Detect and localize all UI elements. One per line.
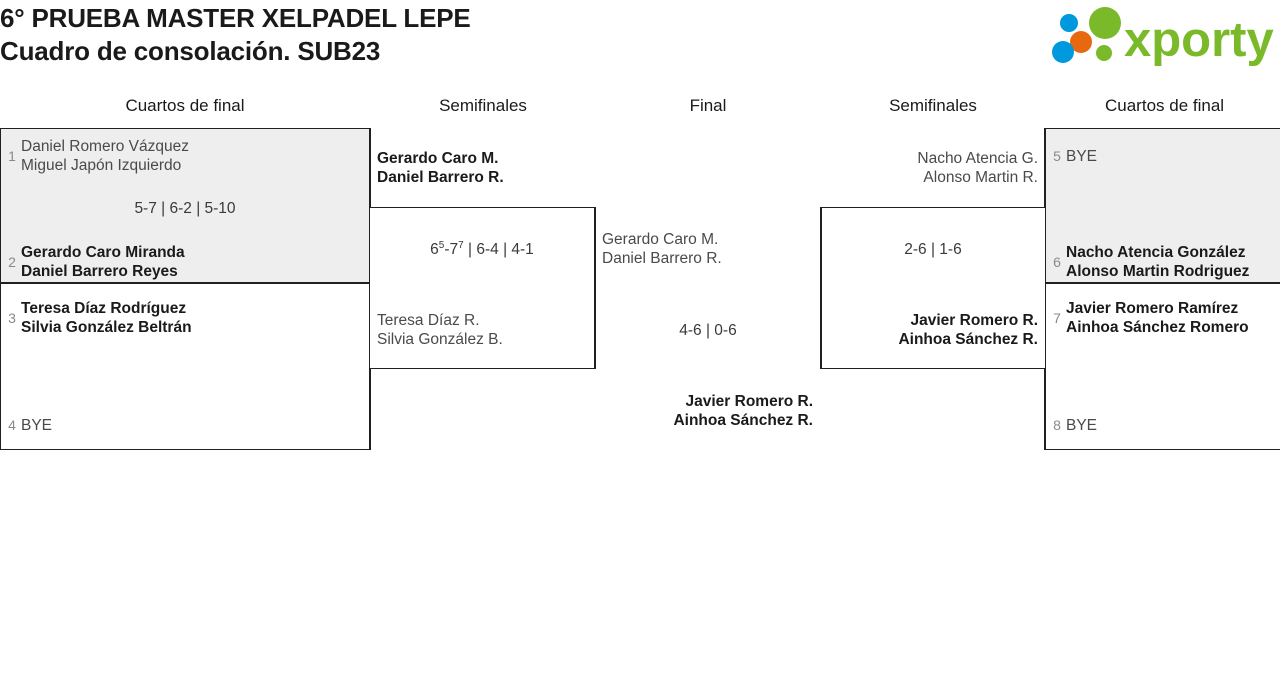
qf-right-entry-seed-5[interactable]: 5 BYE bbox=[1048, 147, 1280, 166]
qf-right-entry-seed-8[interactable]: 8 BYE bbox=[1048, 416, 1280, 435]
player-name-2: Alonso Martin R. bbox=[923, 169, 1038, 186]
seed-number: 7 bbox=[1053, 309, 1061, 326]
seed-number: 3 bbox=[8, 309, 16, 326]
round-header-sf-left: Semifinales bbox=[439, 96, 527, 115]
sf-right-entry-top[interactable]: Nacho Atencia G. Alonso Martin R. bbox=[823, 149, 1038, 187]
player-name-2: Daniel Barrero R. bbox=[377, 169, 504, 186]
player-name-1: Nacho Atencia G. bbox=[917, 150, 1038, 167]
player-name-2: Daniel Barrero R. bbox=[602, 250, 722, 267]
final-connector-left bbox=[594, 207, 596, 369]
score-set1-a-tiebreak: 5 bbox=[438, 239, 445, 251]
qf-left-entry-seed-3[interactable]: 3 Teresa Díaz Rodríguez Silvia González … bbox=[3, 299, 363, 337]
player-names: BYE bbox=[1066, 416, 1097, 435]
player-names: Teresa Díaz R. Silvia González B. bbox=[377, 311, 503, 349]
qf-right-match-2-box[interactable] bbox=[1045, 283, 1280, 450]
sf-left-entry-top[interactable]: Gerardo Caro M. Daniel Barrero R. bbox=[377, 149, 592, 187]
player-names: Gerardo Caro Miranda Daniel Barrero Reye… bbox=[21, 243, 185, 281]
title-line-1: 6° PRUEBA MASTER XELPADEL LEPE bbox=[0, 3, 471, 33]
player-names: Nacho Atencia G. Alonso Martin R. bbox=[917, 149, 1038, 187]
score-set1-b-tiebreak: 7 bbox=[458, 239, 464, 251]
final-entry-right[interactable]: Javier Romero R. Ainhoa Sánchez R. bbox=[598, 392, 813, 430]
final-score: 4-6 | 0-6 bbox=[679, 322, 737, 339]
player-name-1: Gerardo Caro Miranda bbox=[21, 244, 185, 261]
player-names: BYE bbox=[21, 416, 52, 435]
player-name-1: Teresa Díaz Rodríguez bbox=[21, 300, 187, 317]
round-header-qf-left: Cuartos de final bbox=[125, 96, 245, 115]
sf-right-score: 2-6 | 1-6 bbox=[904, 241, 962, 258]
seed-number: 2 bbox=[8, 253, 16, 270]
sf-right-connector-bottom bbox=[1044, 368, 1046, 450]
xporty-logo: xporty bbox=[1046, 6, 1276, 68]
qf-right-match-1-box[interactable] bbox=[1045, 128, 1280, 283]
player-name-1: Teresa Díaz R. bbox=[377, 312, 480, 329]
player-names: Javier Romero R. Ainhoa Sánchez R. bbox=[898, 311, 1038, 349]
player-names: BYE bbox=[1066, 147, 1097, 166]
round-header-sf-right: Semifinales bbox=[889, 96, 977, 115]
round-header-qf-right: Cuartos de final bbox=[1105, 96, 1225, 115]
qf-left-score-1: 5-7 | 6-2 | 5-10 bbox=[134, 200, 236, 217]
logo-dot-green-small bbox=[1096, 45, 1112, 61]
page-title: 6° PRUEBA MASTER XELPADEL LEPE Cuadro de… bbox=[0, 2, 471, 68]
player-name-1: Nacho Atencia González bbox=[1066, 244, 1246, 261]
player-name-1: Gerardo Caro M. bbox=[602, 231, 719, 248]
player-name-1: Javier Romero Ramírez bbox=[1066, 300, 1239, 317]
round-header-final: Final bbox=[689, 96, 727, 115]
sf-left-score: 65-77 | 6-4 | 4-1 bbox=[430, 239, 534, 258]
qf-right-entry-seed-7[interactable]: 7 Javier Romero Ramírez Ainhoa Sánchez R… bbox=[1048, 299, 1280, 337]
player-name-2: Ainhoa Sánchez R. bbox=[673, 412, 813, 429]
sf-left-connector-bottom bbox=[369, 368, 371, 450]
logo-wordmark: xporty bbox=[1124, 13, 1274, 67]
player-name-2: Ainhoa Sánchez Romero bbox=[1066, 319, 1249, 336]
score-remaining-sets: | 6-4 | 4-1 bbox=[463, 241, 534, 258]
player-name-2: Silvia González B. bbox=[377, 331, 503, 348]
player-name-2: Ainhoa Sánchez R. bbox=[898, 331, 1038, 348]
player-names: Nacho Atencia González Alonso Martin Rod… bbox=[1066, 243, 1249, 281]
sf-left-entry-bottom[interactable]: Teresa Díaz R. Silvia González B. bbox=[377, 311, 592, 349]
seed-number: 8 bbox=[1053, 417, 1061, 433]
sf-left-connector-top bbox=[369, 128, 371, 208]
logo-dot-green-large bbox=[1089, 7, 1121, 39]
player-name-2: Silvia González Beltrán bbox=[21, 319, 192, 336]
sf-right-entry-bottom[interactable]: Javier Romero R. Ainhoa Sánchez R. bbox=[823, 311, 1038, 349]
logo-dot-blue-bottom bbox=[1052, 41, 1074, 63]
sf-right-connector-top bbox=[1044, 128, 1046, 208]
player-names: Javier Romero Ramírez Ainhoa Sánchez Rom… bbox=[1066, 299, 1249, 337]
logo-dot-orange bbox=[1070, 31, 1092, 53]
player-name-2: Alonso Martin Rodriguez bbox=[1066, 263, 1250, 280]
player-names: Teresa Díaz Rodríguez Silvia González Be… bbox=[21, 299, 192, 337]
player-name-1: BYE bbox=[1066, 148, 1098, 165]
player-name-1: BYE bbox=[21, 417, 53, 434]
player-name-1: Javier Romero R. bbox=[685, 393, 814, 410]
player-name-2: Daniel Barrero Reyes bbox=[21, 263, 178, 280]
qf-left-entry-seed-2[interactable]: 2 Gerardo Caro Miranda Daniel Barrero Re… bbox=[3, 243, 363, 281]
qf-left-entry-seed-1[interactable]: 1 Daniel Romero Vázquez Miguel Japón Izq… bbox=[3, 137, 363, 175]
score-set1-a: 6 bbox=[430, 241, 439, 258]
player-name-1: Daniel Romero Vázquez bbox=[21, 138, 190, 155]
seed-number: 1 bbox=[8, 147, 16, 164]
seed-number: 4 bbox=[8, 417, 16, 433]
final-entry-left[interactable]: Gerardo Caro M. Daniel Barrero R. bbox=[602, 230, 817, 268]
logo-dot-blue-top bbox=[1060, 14, 1078, 32]
qf-left-entry-seed-4[interactable]: 4 BYE bbox=[3, 416, 363, 435]
player-name-1: Javier Romero R. bbox=[910, 312, 1039, 329]
player-names: Gerardo Caro M. Daniel Barrero R. bbox=[377, 149, 504, 187]
player-name-1: Gerardo Caro M. bbox=[377, 150, 499, 167]
qf-right-entry-seed-6[interactable]: 6 Nacho Atencia González Alonso Martin R… bbox=[1048, 243, 1280, 281]
player-name-1: BYE bbox=[1066, 417, 1098, 434]
player-names: Gerardo Caro M. Daniel Barrero R. bbox=[602, 230, 722, 268]
player-name-2: Miguel Japón Izquierdo bbox=[21, 157, 182, 174]
title-line-2: Cuadro de consolación. SUB23 bbox=[0, 36, 381, 66]
seed-number: 6 bbox=[1053, 253, 1061, 270]
player-names: Javier Romero R. Ainhoa Sánchez R. bbox=[673, 392, 813, 430]
seed-number: 5 bbox=[1053, 148, 1061, 164]
player-names: Daniel Romero Vázquez Miguel Japón Izqui… bbox=[21, 137, 189, 175]
score-set1-b: 7 bbox=[449, 241, 459, 258]
